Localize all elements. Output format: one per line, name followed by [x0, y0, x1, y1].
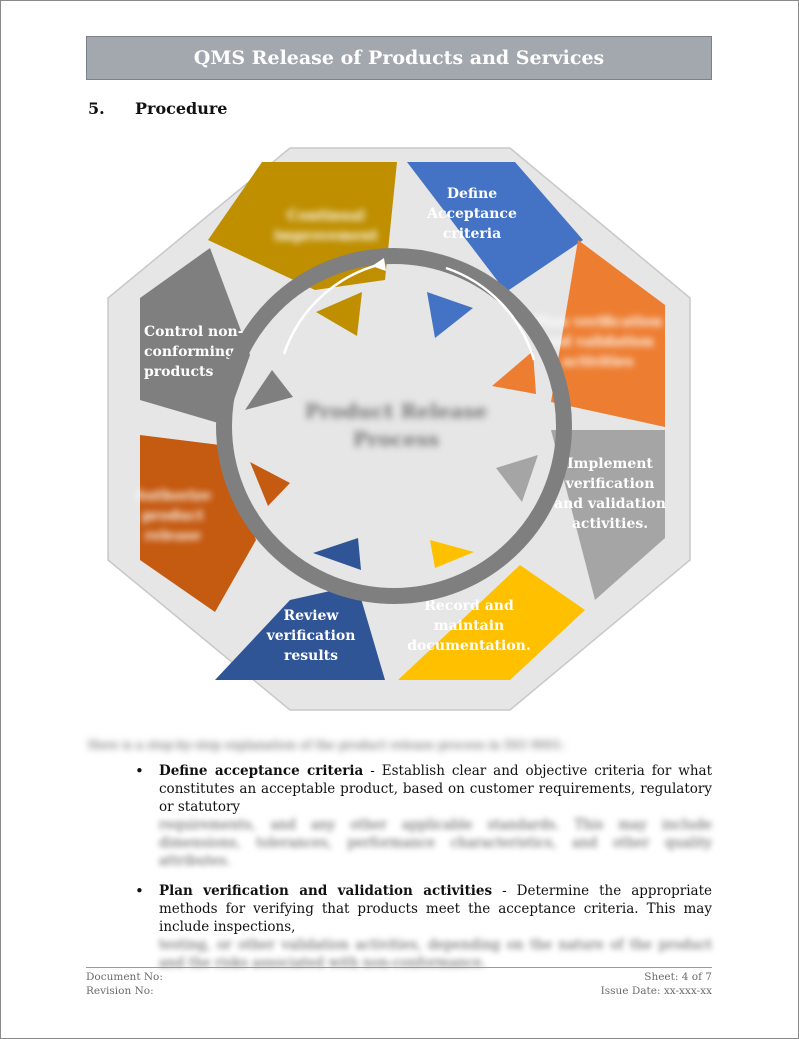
step-label-line: verification	[266, 628, 356, 644]
step-label-line: Acceptance	[426, 206, 517, 222]
process-step-3: Implement verification and validation activ…	[496, 430, 666, 600]
step-label: Review verification results	[266, 608, 356, 664]
step-label: Record and maintain documentation.	[407, 598, 530, 654]
step-label: Control non-conforming products	[144, 324, 244, 380]
bullet-text: - Establish clear and objective criteria…	[159, 763, 712, 815]
bullet-title: Plan verification and validation activit…	[159, 883, 493, 899]
intro-text: Here is a step-by-step explanation of th…	[88, 738, 566, 752]
step-label-line: and validation	[542, 334, 654, 350]
bullet-list: Define acceptance criteria - Establish c…	[110, 762, 712, 984]
step-label-line: activities.	[572, 516, 648, 532]
step-pointer	[427, 292, 473, 338]
step-label-line: Plan verification	[534, 314, 663, 330]
step-label: Continual improvement	[274, 208, 379, 244]
step-label-line: maintain	[434, 618, 504, 634]
step-pointer	[496, 455, 538, 502]
step-label-line: verification	[565, 476, 655, 492]
step-label-line: products	[144, 364, 213, 380]
step-pointer	[245, 370, 293, 410]
step-pointer	[316, 292, 362, 336]
process-step-5: Review verification results	[215, 538, 385, 680]
step-shape	[407, 162, 583, 292]
section-heading: 5. Procedure	[88, 99, 227, 118]
step-label-line: release	[145, 528, 201, 544]
step-shape	[215, 585, 385, 680]
cycle-arrow-path	[282, 262, 383, 355]
page-title: QMS Release of Products and Services	[86, 36, 712, 80]
process-step-2: Plan verification and validation activitie…	[492, 240, 665, 427]
step-pointer	[492, 351, 536, 394]
center-label-line2: Process	[353, 427, 439, 451]
bullet-title: Define acceptance criteria	[159, 763, 364, 779]
issue-date: Issue Date: xx-xxx-xx	[600, 985, 712, 997]
document-number-label: Document No:	[86, 971, 163, 983]
step-label-line: Define	[447, 186, 497, 202]
step-shape	[551, 240, 665, 427]
section-title: Procedure	[135, 99, 228, 118]
revision-number-label: Revision No:	[86, 985, 154, 997]
step-label-line: Review	[284, 608, 340, 624]
step-label-line: Authorize	[134, 488, 212, 504]
octagon-background	[107, 147, 691, 711]
bullet-hidden-text: requirements, and any other applicable s…	[159, 817, 712, 869]
step-shape	[398, 565, 585, 680]
center-label-line1: Product Release	[305, 399, 487, 423]
cycle-arrow-path-right	[445, 266, 536, 361]
step-pointer	[250, 462, 290, 506]
step-pointer	[313, 538, 361, 570]
bullet-text: - Determine the appropriate methods for …	[159, 883, 712, 935]
sheet-number: Sheet: 4 of 7	[644, 971, 712, 983]
cycle-ring	[216, 248, 572, 604]
step-label: Authorize product release	[134, 488, 212, 544]
process-step-4: Record and maintain documentation.	[398, 540, 585, 680]
step-label-line: Record and	[424, 598, 514, 614]
step-label-line: documentation.	[407, 638, 530, 654]
step-label-line: Implement	[567, 456, 653, 472]
step-label-line: Control non-	[144, 324, 244, 340]
step-label-line: improvement	[274, 228, 379, 244]
step-label-line: activities	[562, 354, 634, 370]
page-footer: Document No: Sheet: 4 of 7 Revision No: …	[86, 967, 712, 998]
step-label-line: product	[142, 508, 204, 524]
list-item: Plan verification and validation activit…	[110, 882, 712, 972]
cycle-arrowhead-icon	[372, 258, 386, 271]
step-label: Implement verification and validation activ…	[554, 456, 666, 532]
step-shape	[551, 430, 665, 600]
step-label-line: and validation	[554, 496, 666, 512]
section-number: 5.	[88, 99, 105, 118]
list-item: Define acceptance criteria - Establish c…	[110, 762, 712, 870]
step-label-line: conforming	[144, 344, 235, 360]
step-label-line: Continual	[287, 208, 364, 224]
step-pointer	[430, 540, 474, 568]
step-label-line: results	[284, 648, 338, 664]
step-label: Plan verification and validation activitie…	[534, 314, 663, 370]
step-label-line: criteria	[443, 226, 501, 242]
